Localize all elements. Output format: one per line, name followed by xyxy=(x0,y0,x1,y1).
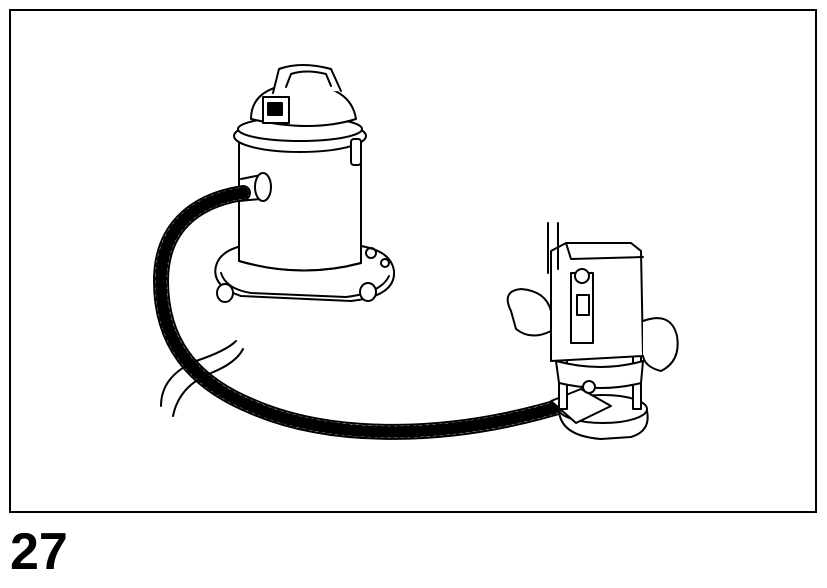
illustration xyxy=(153,64,679,440)
vacuum-cleaner xyxy=(214,64,396,303)
figure-frame xyxy=(9,9,817,513)
hose xyxy=(153,185,579,440)
router xyxy=(506,222,679,440)
figure-number: 27 xyxy=(10,523,68,581)
